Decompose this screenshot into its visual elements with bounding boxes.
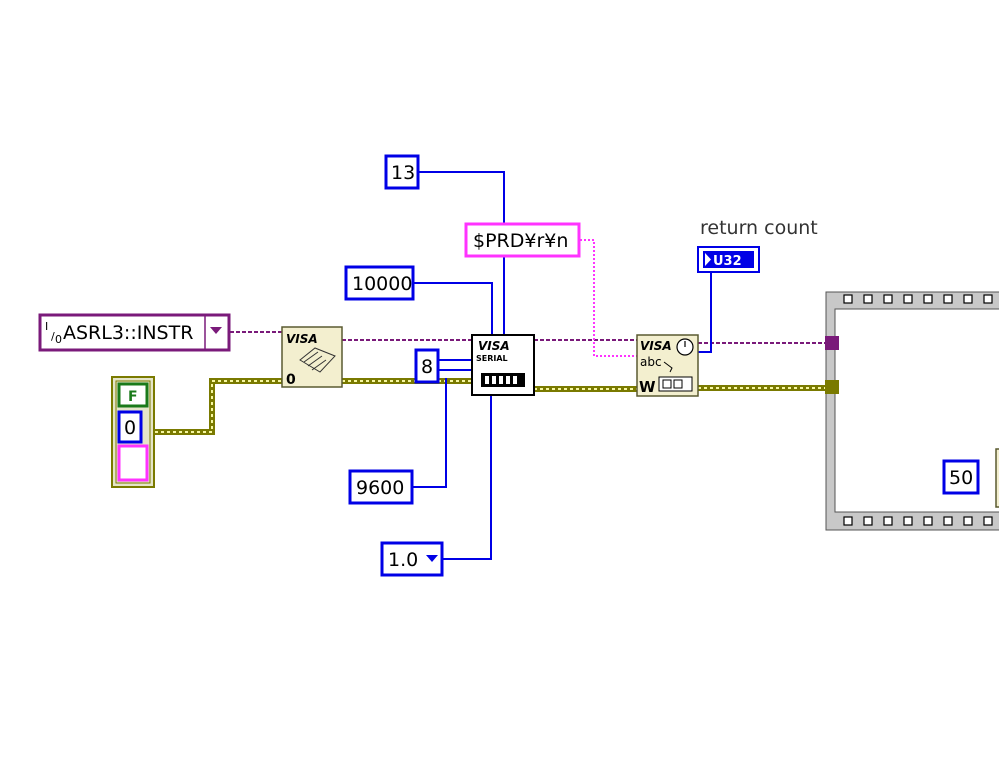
termchar-constant[interactable]: 13 bbox=[384, 154, 420, 190]
error-code-value: 0 bbox=[124, 417, 136, 439]
film-strip-bottom bbox=[843, 516, 993, 526]
visa-open-value: 0 bbox=[286, 372, 296, 388]
numeric-wires bbox=[412, 171, 712, 560]
visa-tunnel bbox=[825, 336, 839, 350]
wait-node[interactable] bbox=[995, 448, 999, 508]
svg-text:I: I bbox=[45, 320, 48, 333]
data-bits-wire bbox=[437, 359, 474, 371]
timeout-constant[interactable]: 10000 bbox=[344, 265, 415, 301]
stop-bits-value: 1.0 bbox=[388, 549, 418, 571]
error-cluster-constant[interactable]: F 0 bbox=[111, 376, 155, 488]
timeout-wire bbox=[413, 282, 493, 335]
source-string[interactable] bbox=[117, 444, 149, 482]
clock-icon bbox=[676, 338, 694, 356]
return-count-label: return count bbox=[700, 217, 818, 239]
ring-dropdown-icon[interactable] bbox=[426, 555, 438, 562]
data-bits-value: 8 bbox=[421, 356, 433, 378]
flat-sequence-frame[interactable]: 50 bbox=[825, 291, 999, 531]
visa-open-text: VISA bbox=[286, 332, 318, 346]
string-wire bbox=[580, 239, 637, 357]
termchar-wire bbox=[418, 171, 505, 335]
return-count-type: U32 bbox=[713, 254, 742, 269]
svg-text:/: / bbox=[51, 330, 55, 343]
error-wire bbox=[155, 378, 999, 435]
stop-bits-constant[interactable]: 1.0 bbox=[380, 541, 444, 577]
error-code-numeric[interactable] bbox=[117, 410, 143, 444]
visa-write-text: VISA bbox=[640, 339, 672, 353]
return-count-wire bbox=[698, 272, 712, 353]
indicator-arrow-icon bbox=[705, 253, 711, 266]
film-strip-top bbox=[843, 294, 993, 304]
status-label: F bbox=[128, 389, 138, 405]
io-glyph-icon: I / 0 bbox=[45, 320, 62, 346]
baud-rate-wire bbox=[412, 378, 447, 488]
buffer-icon bbox=[658, 376, 693, 392]
return-count-indicator[interactable]: U32 bbox=[697, 246, 760, 273]
stop-bits-wire bbox=[442, 395, 492, 560]
visa-resource-wire bbox=[230, 331, 999, 344]
error-tunnel bbox=[825, 380, 839, 394]
visa-configure-serial-node[interactable]: VISA SERIAL bbox=[471, 334, 535, 396]
svg-text:0: 0 bbox=[55, 333, 62, 346]
visa-config-text: VISA bbox=[478, 339, 510, 353]
visa-resource-value: ASRL3::INSTR bbox=[63, 322, 193, 344]
timeout-value: 10000 bbox=[352, 273, 412, 295]
baud-rate-constant[interactable]: 9600 bbox=[348, 469, 414, 505]
visa-open-node[interactable]: VISA 0 bbox=[281, 326, 343, 388]
visa-write-mode: W bbox=[639, 378, 656, 396]
visa-config-sub: SERIAL bbox=[476, 354, 508, 363]
wait-ms-value: 50 bbox=[949, 467, 973, 489]
command-string-constant[interactable]: $PRD¥r¥n bbox=[464, 222, 581, 258]
visa-write-sub: abc bbox=[640, 355, 662, 369]
arrow-icon bbox=[663, 361, 673, 373]
dropdown-arrow-icon[interactable] bbox=[210, 327, 222, 334]
open-book-icon bbox=[299, 347, 336, 373]
visa-write-node[interactable]: VISA abc W bbox=[636, 334, 699, 397]
termchar-value: 13 bbox=[391, 162, 415, 184]
serial-port-icon bbox=[481, 373, 525, 387]
data-bits-constant[interactable]: 8 bbox=[414, 348, 440, 384]
baud-rate-value: 9600 bbox=[356, 477, 404, 499]
status-boolean[interactable] bbox=[117, 382, 149, 408]
wait-ms-constant[interactable]: 50 bbox=[942, 459, 980, 495]
command-string-value: $PRD¥r¥n bbox=[473, 230, 568, 252]
visa-resource-constant[interactable]: I / 0 ASRL3::INSTR bbox=[38, 313, 231, 352]
